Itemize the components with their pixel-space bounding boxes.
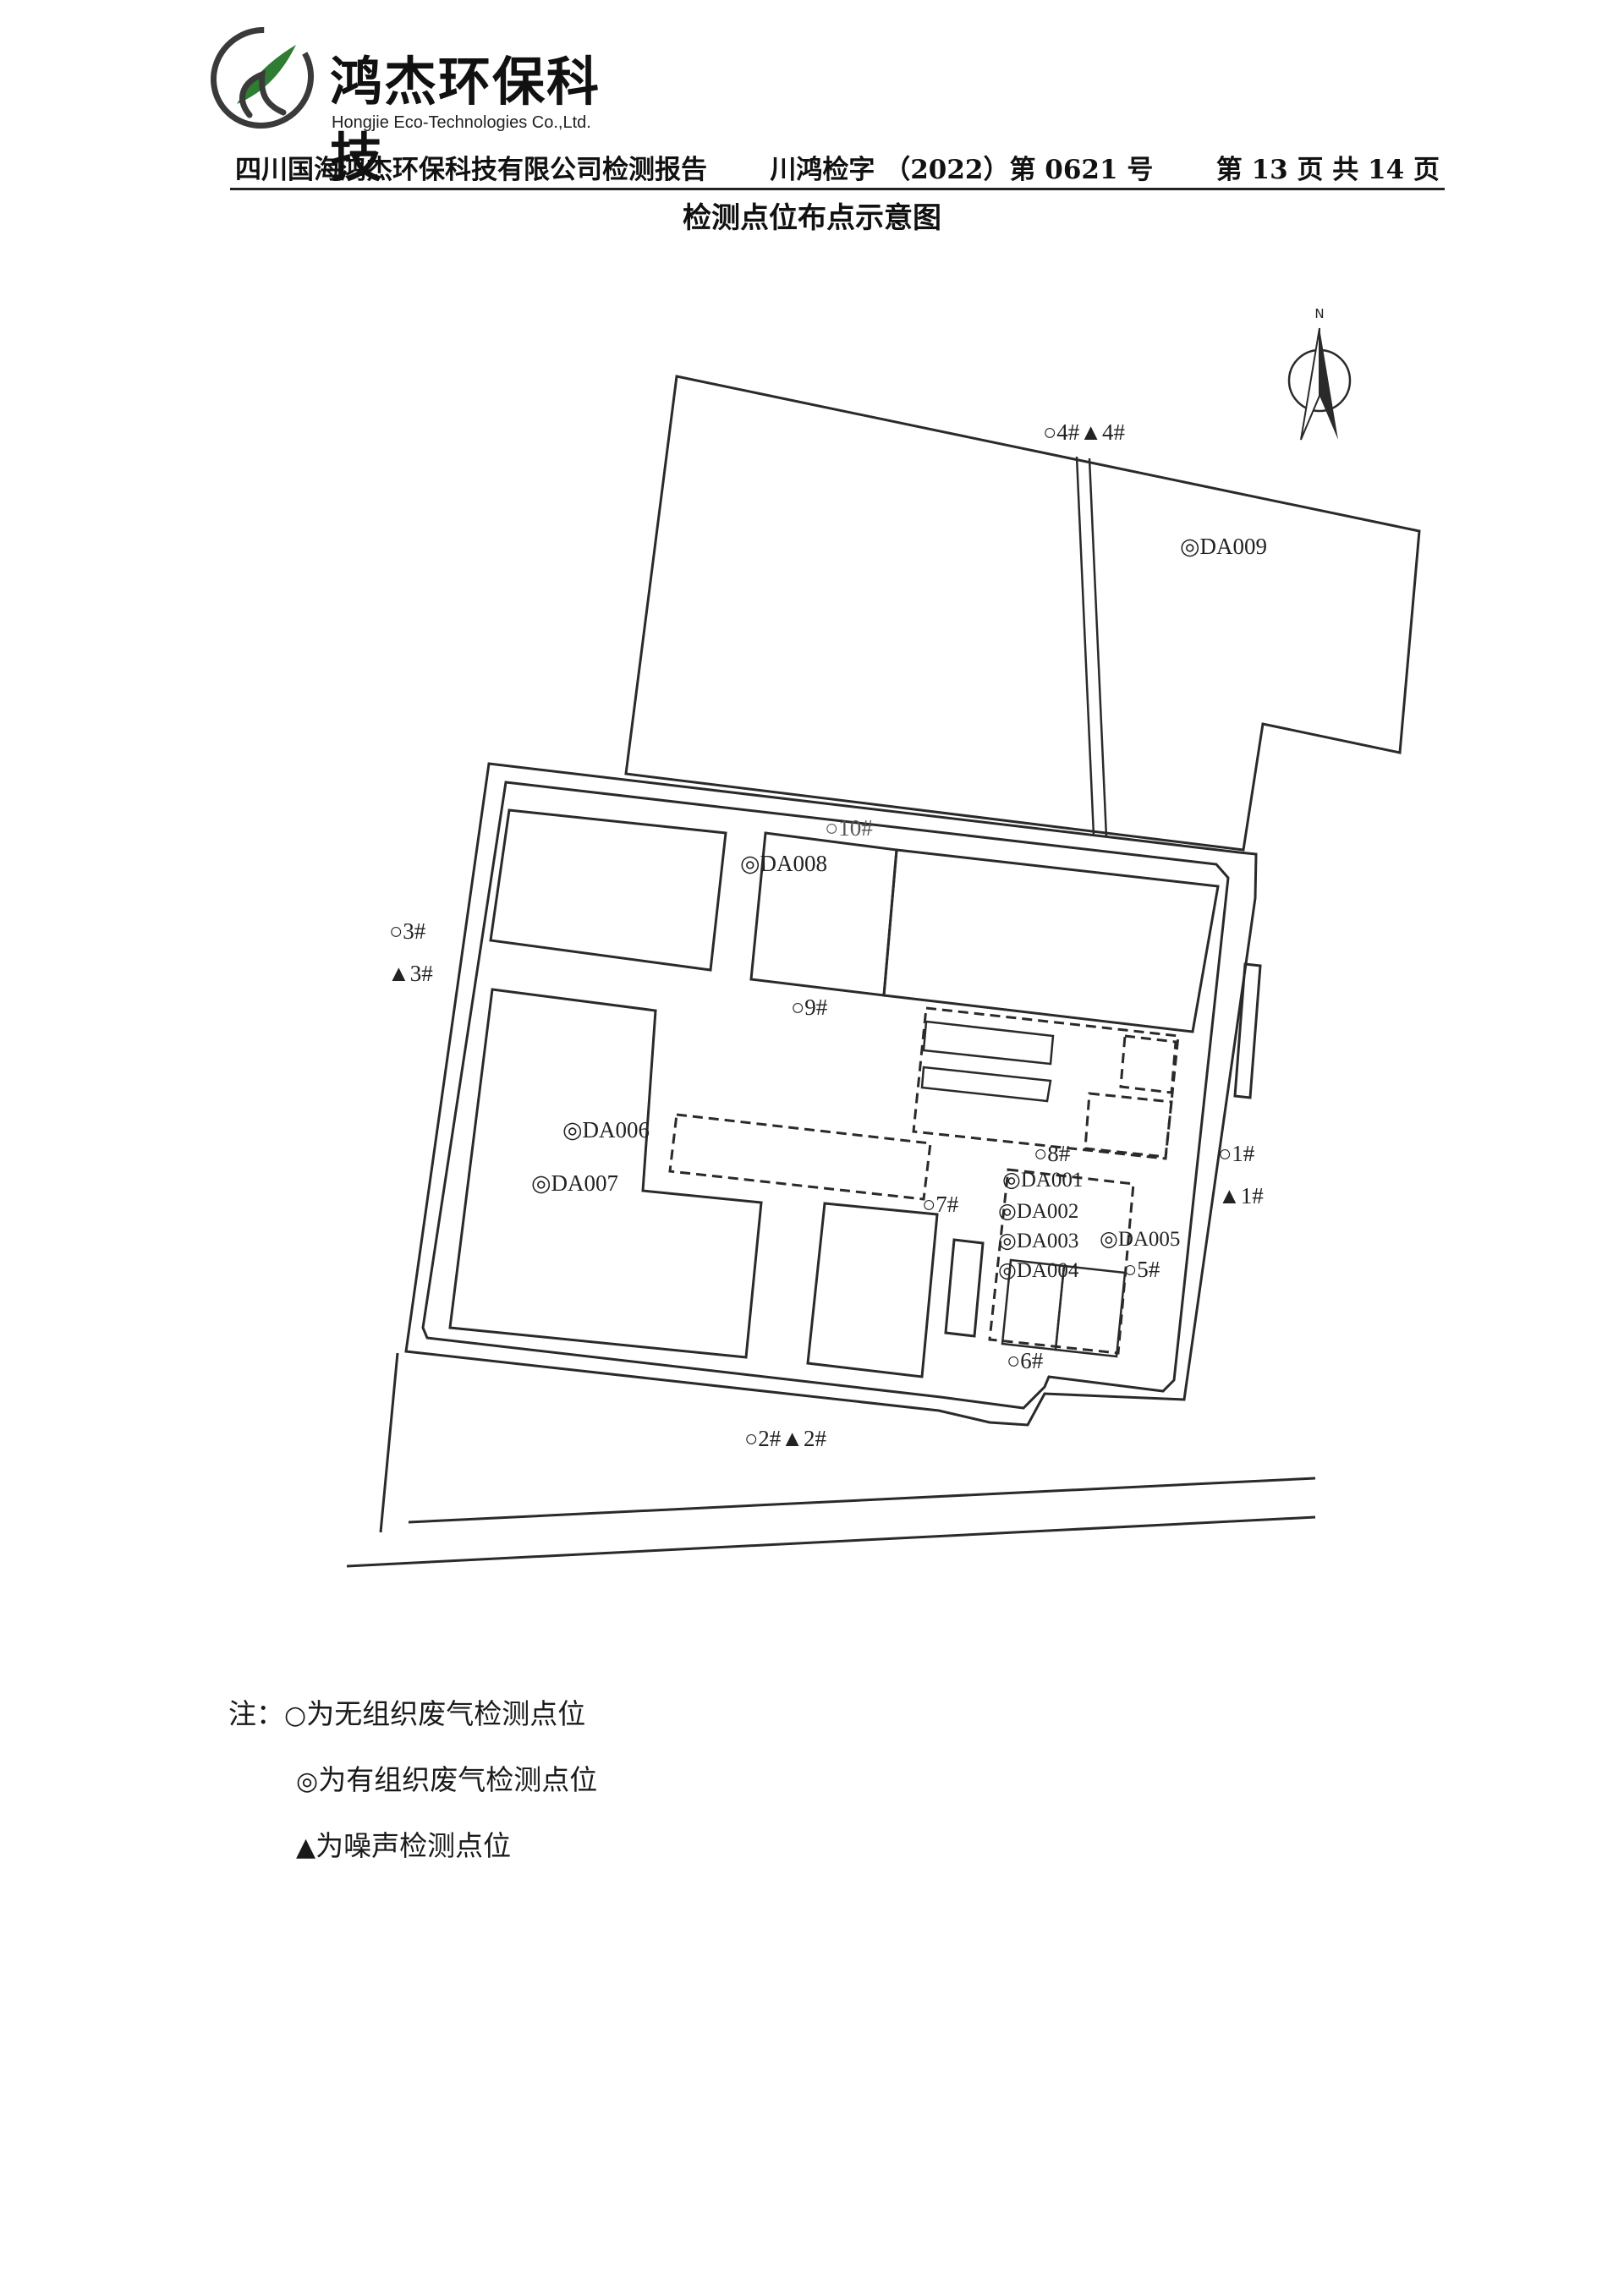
point-6-label: ○6# [1007,1348,1044,1373]
hongjie-logo-icon [210,26,315,129]
site-inner-boundary [421,781,1230,1410]
legend-symbol-triangle: ▲ [296,1833,316,1862]
point-da002-label: ◎DA002 [998,1200,1078,1223]
point-9-label: ○9# [791,995,828,1020]
dashed-corridor [668,1113,932,1201]
report-number: 川鸿检字 （2022）第 0621 号 [770,155,1154,185]
point-3-label: ○3# [389,918,426,944]
south-road-north-edge [408,1477,1316,1524]
point-da006-label: ◎DA006 [562,1117,650,1143]
north-arrow-icon: N [1287,306,1352,441]
point-8-label: ○8# [1034,1141,1071,1166]
inner-bar-1 [922,1020,1055,1066]
point-da008-label: ◎DA008 [740,851,827,876]
se-room-2 [1054,1264,1127,1358]
building-west [448,988,763,1359]
legend-row-noise: ▲为噪声检测点位 [296,1823,511,1864]
point-1-label: ○1# [1218,1141,1255,1166]
south-road-south-edge [346,1515,1316,1568]
point-4-label: ○4#▲4# [1043,419,1126,445]
compass-label: N [1314,306,1324,321]
building-se-small [944,1238,985,1338]
point-da003-label: ◎DA003 [998,1230,1078,1252]
dashed-box-ne-2 [1084,1092,1173,1159]
report-page: 第 13 页 共 14 页 [1215,155,1440,185]
noise-1-label: ▲1# [1218,1183,1264,1208]
north-plot-divider [1075,456,1108,838]
report-org: 四川国海鸿杰环保科技有限公司检测报告 [235,155,707,185]
point-da009-label: ◎DA009 [1180,534,1267,559]
company-logo: 鸿杰环保科技 Hongjie Eco-Technologies Co.,Ltd. [203,24,643,189]
point-2-label: ○2#▲2# [744,1426,827,1451]
page-title: 检测点位布点示意图 [683,201,941,235]
building-south-center [806,1202,939,1378]
legend-row-unorganized: 注：○为无组织废气检测点位 [228,1691,585,1732]
dashed-area-center [912,1006,1180,1160]
north-plot-outline [624,375,1421,852]
point-da004-label: ◎DA004 [998,1259,1079,1282]
building-nw [489,808,727,972]
point-5-label: ○5# [1123,1257,1160,1282]
building-north-east [882,848,1220,1033]
legend-row-organized: ◎为有组织废气检测点位 [296,1757,597,1798]
legend-text: 为有组织废气检测点位 [318,1763,598,1796]
point-da007-label: ◎DA007 [531,1170,618,1196]
legend-symbol-double-circle: ◎ [296,1767,319,1796]
inner-bar-2 [920,1066,1052,1103]
monitoring-points: ○4#▲4# ◎DA009 ○10# ◎DA008 ○3# ▲3# ○9# ◎D… [387,419,1267,1451]
point-da005-label: ◎DA005 [1100,1228,1180,1251]
legend-prefix: 注： [228,1697,284,1730]
dashed-area-se [988,1168,1135,1355]
building-east-strip [1233,962,1262,1099]
point-7-label: ○7# [922,1192,959,1217]
dashed-box-ne-1 [1119,1034,1177,1094]
noise-3-label: ▲3# [387,961,433,986]
header-rule [230,188,1445,190]
legend-symbol-circle: ○ [284,1701,307,1730]
point-10-label: ○10# [825,815,873,841]
company-name-en: Hongjie Eco-Technologies Co.,Ltd. [332,113,591,132]
legend-text: 为噪声检测点位 [315,1829,512,1862]
site-outer-boundary [404,762,1258,1427]
legend-text: 为无组织废气检测点位 [306,1697,586,1730]
report-header: 四川国海鸿杰环保科技有限公司检测报告 川鸿检字 （2022）第 0621 号 第… [235,148,1440,186]
point-da001-label: ◎DA001 [1002,1169,1083,1192]
company-name-cn: 鸿杰环保科技 [330,51,601,189]
south-road-west [379,1352,399,1533]
